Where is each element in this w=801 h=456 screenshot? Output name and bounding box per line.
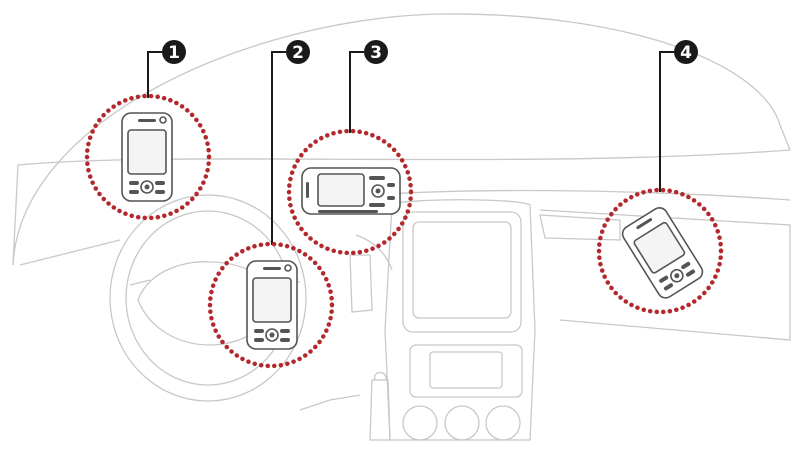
highlight-circles — [84, 93, 724, 369]
steering-column — [349, 254, 373, 313]
svg-text:3: 3 — [370, 43, 382, 63]
phone-device-1 — [121, 112, 173, 202]
console-knob-left — [402, 405, 438, 441]
callout-line-1 — [147, 51, 162, 98]
console-knob-right — [485, 405, 521, 441]
svg-text:4: 4 — [680, 43, 692, 63]
highlight-circle-1 — [84, 93, 212, 221]
highlight-circle-4 — [596, 187, 724, 315]
console-panel — [409, 344, 523, 398]
highlight-circle-3 — [286, 128, 414, 256]
callout-badge-4: 4 — [674, 40, 698, 64]
svg-text:1: 1 — [168, 43, 180, 63]
callout-badge-3: 3 — [364, 40, 388, 64]
center-display — [412, 221, 512, 319]
steering-wheel-rim — [109, 194, 307, 402]
dash-top-line — [12, 149, 791, 266]
highlight-circle-2 — [207, 241, 335, 369]
callout-line-3 — [349, 51, 364, 133]
dash-lower-edge — [19, 239, 121, 266]
callout-badge-2: 2 — [286, 40, 310, 64]
callout-line-2 — [271, 51, 286, 245]
callout-lines — [147, 51, 674, 245]
windshield-line — [12, 13, 791, 266]
console-knob-center — [444, 405, 480, 441]
svg-text:2: 2 — [292, 43, 304, 63]
lower-panel — [299, 394, 361, 411]
phone-device-4 — [621, 207, 704, 299]
callout-line-4 — [659, 51, 674, 192]
callout-badge-1: 1 — [162, 40, 186, 64]
gear-shift — [369, 371, 391, 441]
phone-device-2 — [246, 260, 298, 350]
console-panel-inner — [429, 351, 503, 389]
center-console-outline — [384, 199, 536, 441]
dash-right-panel-inner — [539, 214, 621, 241]
phone-device-3 — [301, 167, 401, 215]
center-display-frame — [402, 211, 522, 333]
